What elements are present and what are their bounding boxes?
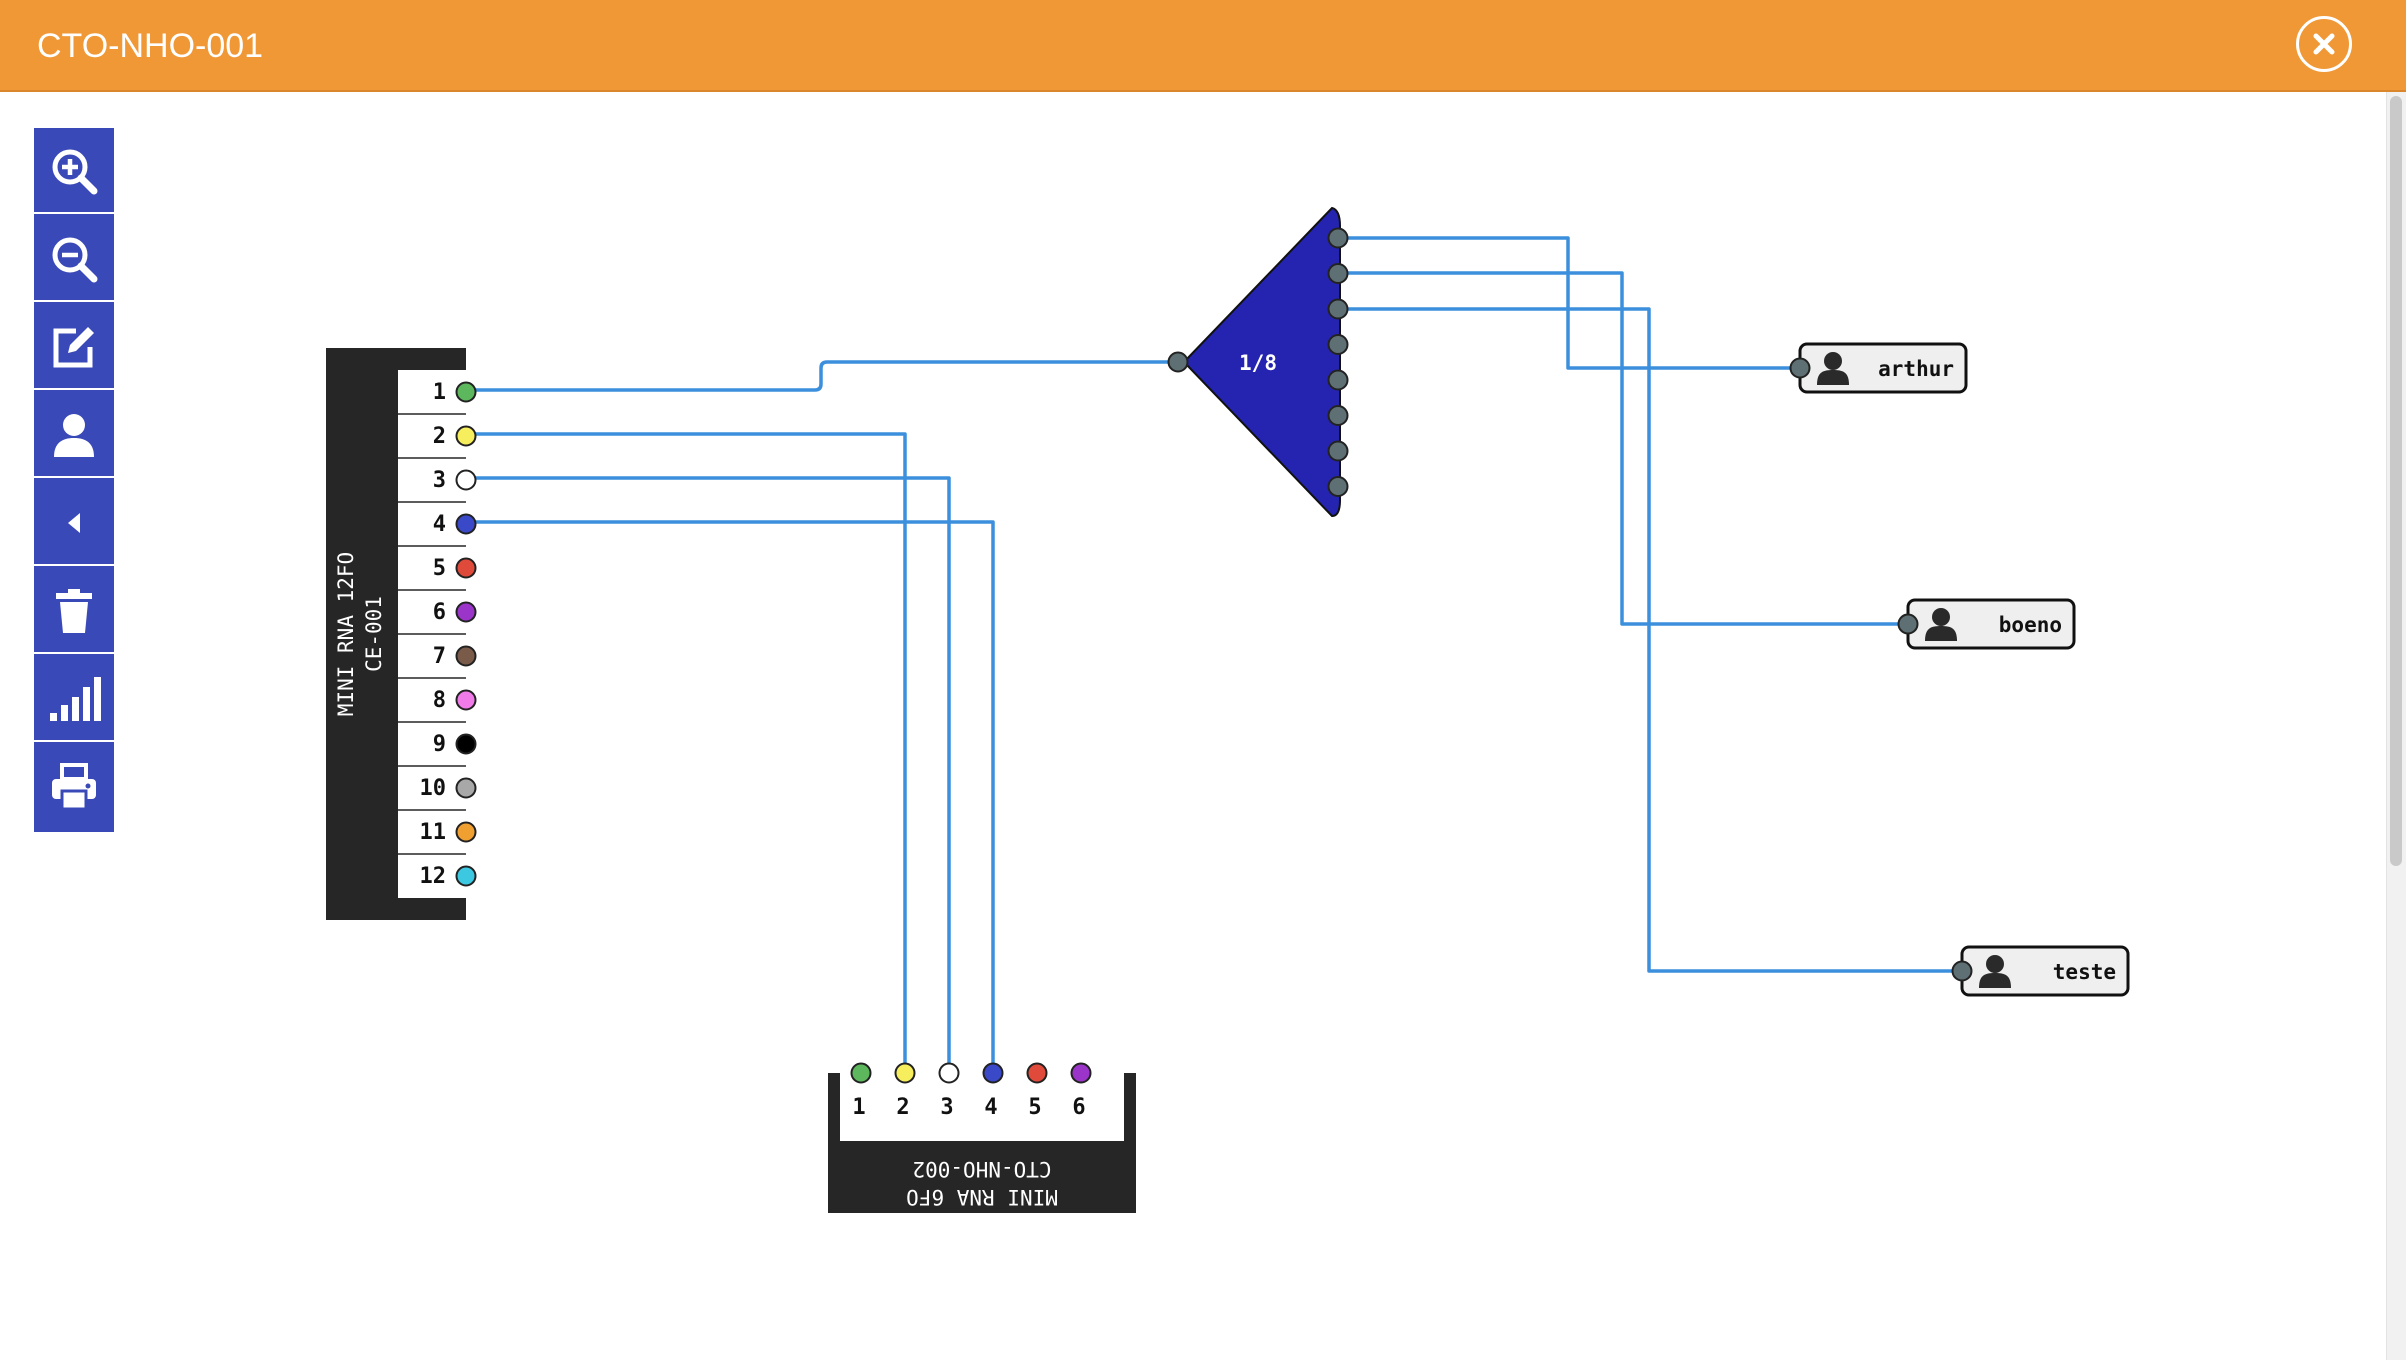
fiber-port[interactable] <box>455 513 477 535</box>
client-port[interactable] <box>1897 613 1919 635</box>
fiber-port[interactable] <box>455 425 477 447</box>
cable-bottom-id: CTO-NHO-002 <box>912 1157 1051 1181</box>
splitter-output-port[interactable] <box>1327 369 1349 391</box>
fiber-port[interactable] <box>455 469 477 491</box>
print-icon <box>52 763 96 811</box>
wire-fiber1-to-splitter[interactable] <box>466 360 1178 392</box>
fiber-port[interactable] <box>455 821 477 843</box>
fiber-number: 2 <box>433 424 446 449</box>
cable-mini-rna-6fo[interactable]: 1 2 3 4 5 6 CTO-NHO-002 MINI RNA 6FO <box>828 1062 1136 1214</box>
trash-icon <box>56 589 92 633</box>
user-icon <box>1979 955 2011 988</box>
fiber-port[interactable] <box>455 865 477 887</box>
splitter-output-port[interactable] <box>1327 440 1349 462</box>
fiber-number: 2 <box>896 1095 909 1120</box>
client-port[interactable] <box>1789 357 1811 379</box>
fiber-port[interactable] <box>982 1062 1004 1084</box>
fiber-number: 6 <box>1072 1095 1085 1120</box>
zoom-out-button[interactable] <box>34 216 114 302</box>
zoom-out-icon <box>52 237 98 283</box>
fiber-number: 4 <box>433 512 446 537</box>
splitter-1x8[interactable]: 1/8 <box>1167 206 1349 518</box>
cable-left-name: MINI RNA 12FO <box>334 552 358 716</box>
wire-splitter-to-arthur[interactable] <box>1338 236 1800 370</box>
fiber-number: 5 <box>1028 1095 1041 1120</box>
fiber-port[interactable] <box>1070 1062 1092 1084</box>
fiber-number: 8 <box>433 688 446 713</box>
cable-bottom-name: MINI RNA 6FO <box>906 1185 1058 1209</box>
client-teste[interactable]: teste <box>1951 945 2130 997</box>
delete-button[interactable] <box>34 568 114 654</box>
client-boeno[interactable]: boeno <box>1897 598 2076 650</box>
modal-title: CTO-NHO-001 <box>37 27 264 65</box>
fiber-number: 11 <box>420 820 447 845</box>
fiber-port[interactable] <box>894 1062 916 1084</box>
fiber-port[interactable] <box>455 689 477 711</box>
user-icon <box>1817 352 1849 385</box>
scrollbar-thumb[interactable] <box>2390 96 2402 866</box>
user-icon <box>1925 608 1957 641</box>
fiber-port[interactable] <box>455 733 477 755</box>
fiber-number: 7 <box>433 644 446 669</box>
client-name: boeno <box>1999 613 2062 637</box>
fiber-connections <box>466 236 1962 1073</box>
signal-button[interactable] <box>34 656 114 742</box>
splitter-output-port[interactable] <box>1327 227 1349 249</box>
zoom-in-icon <box>52 149 98 195</box>
wire-fiber2-to-bottom2[interactable] <box>466 432 907 1073</box>
splitter-output-port[interactable] <box>1327 405 1349 426</box>
caret-left-icon <box>68 513 80 533</box>
modal-header: CTO-NHO-001 <box>0 0 2406 92</box>
fiber-number: 3 <box>940 1095 953 1120</box>
fiber-number: 4 <box>984 1095 997 1120</box>
wire-splitter-to-teste[interactable] <box>1338 307 1962 973</box>
back-button[interactable] <box>34 480 114 566</box>
fiber-number: 9 <box>433 732 446 757</box>
fiber-port[interactable] <box>850 1062 872 1084</box>
fiber-number: 5 <box>433 556 446 581</box>
vertical-scrollbar[interactable] <box>2386 92 2406 1360</box>
user-icon <box>54 414 94 457</box>
close-icon <box>2313 33 2335 55</box>
zoom-in-button[interactable] <box>34 128 114 214</box>
wire-splitter-to-boeno[interactable] <box>1338 271 1908 626</box>
wire-fiber4-to-bottom4[interactable] <box>466 520 995 1073</box>
fiber-number: 6 <box>433 600 446 625</box>
client-name: teste <box>2053 960 2116 984</box>
edit-button[interactable] <box>34 304 114 390</box>
signal-icon <box>50 677 101 721</box>
close-button[interactable] <box>2296 16 2352 72</box>
fiber-number: 12 <box>420 864 447 889</box>
fiber-port[interactable] <box>1026 1062 1048 1084</box>
fiber-number: 1 <box>852 1095 865 1120</box>
client-port[interactable] <box>1951 960 1973 982</box>
fiber-port[interactable] <box>455 381 477 403</box>
add-client-button[interactable] <box>34 392 114 478</box>
cable-left-id: CE-001 <box>362 596 386 672</box>
diagram-toolbar <box>34 128 114 832</box>
fiber-number: 3 <box>433 468 446 493</box>
edit-icon <box>53 327 94 368</box>
fiber-port[interactable] <box>455 557 477 579</box>
splitter-output-port[interactable] <box>1327 334 1349 355</box>
fiber-number: 10 <box>420 776 447 801</box>
fiber-port[interactable] <box>455 601 477 623</box>
splitter-output-port[interactable] <box>1327 476 1349 497</box>
fiber-port[interactable] <box>938 1062 960 1084</box>
wire-fiber3-to-bottom3[interactable] <box>466 476 951 1073</box>
splitter-output-port[interactable] <box>1327 298 1349 320</box>
client-name: arthur <box>1878 357 1954 381</box>
fiber-port[interactable] <box>455 645 477 667</box>
fiber-number: 1 <box>433 380 446 405</box>
fiber-port[interactable] <box>455 777 477 799</box>
splitter-input-port[interactable] <box>1167 351 1189 373</box>
splitter-label: 1/8 <box>1239 351 1277 375</box>
splitter-output-port[interactable] <box>1327 263 1349 284</box>
client-arthur[interactable]: arthur <box>1789 342 1968 394</box>
print-button[interactable] <box>34 744 114 830</box>
